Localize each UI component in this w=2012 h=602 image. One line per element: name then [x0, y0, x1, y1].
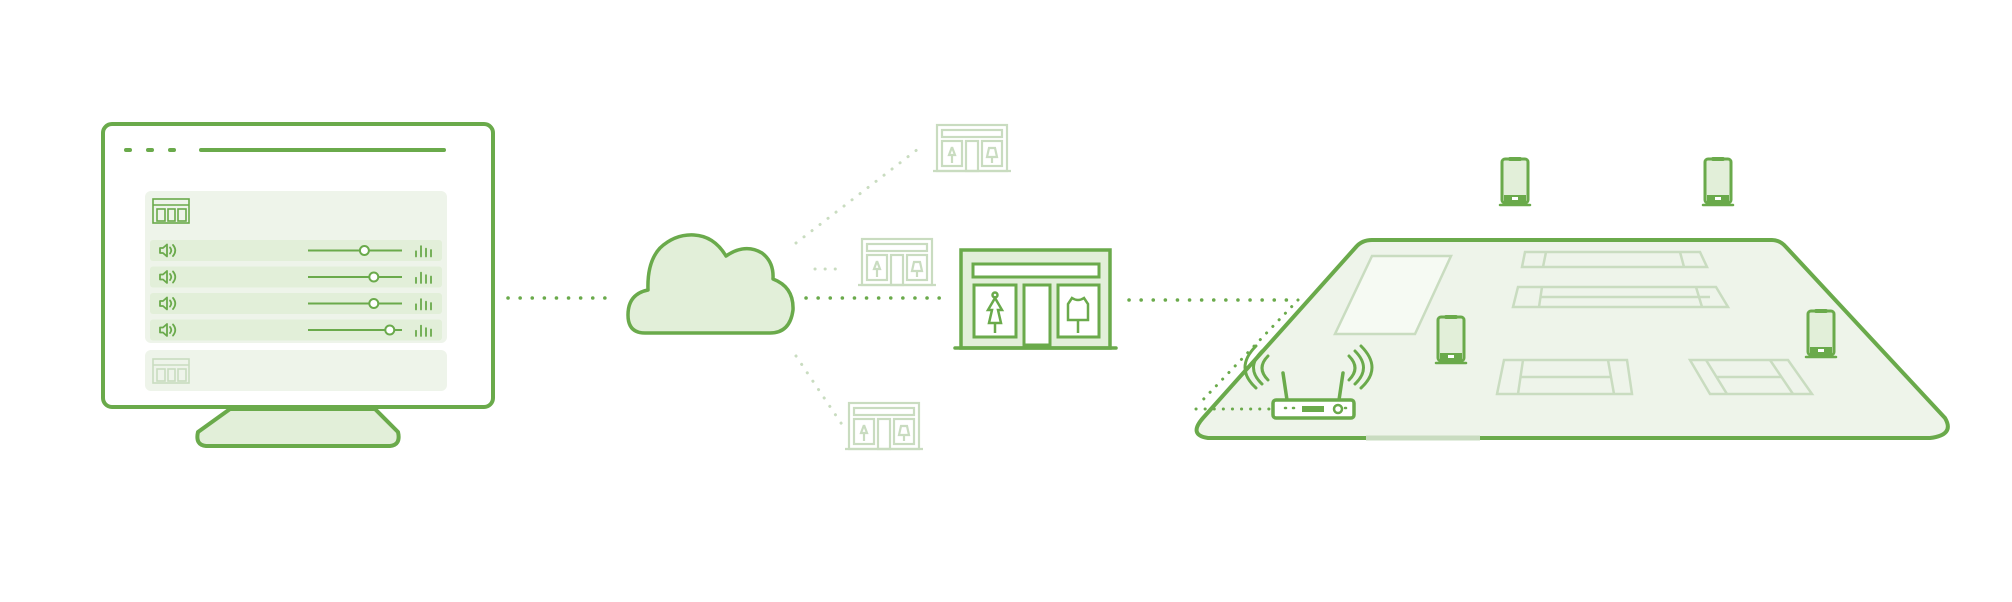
volume-slider-knob[interactable]: [368, 298, 380, 309]
speaker-group: [1434, 157, 1838, 365]
display-shelf: [1333, 254, 1453, 336]
display-shelf: [1511, 285, 1731, 309]
cloud-icon: [626, 233, 795, 335]
zone-panel: [145, 191, 447, 343]
level-meter-icon: [415, 271, 432, 284]
zone-store-icon: [152, 198, 190, 224]
zone-store-icon: [152, 358, 190, 384]
connection-lines: [506, 147, 1300, 428]
speaker-icon: [159, 323, 177, 337]
ceiling-speaker-icon: [1498, 157, 1532, 207]
volume-channel-row: [150, 240, 442, 261]
mannequin-icon: [985, 291, 1005, 333]
volume-channel-row: [150, 266, 442, 288]
remote-store-icon: [933, 123, 1011, 173]
clothing-icon: [1066, 296, 1090, 333]
display-shelf: [1495, 358, 1634, 396]
wifi-router-icon: [1243, 344, 1374, 420]
speaker-icon: [159, 270, 177, 284]
level-meter-icon: [415, 298, 432, 311]
volume-slider-knob[interactable]: [358, 245, 370, 256]
display-shelf: [1520, 250, 1709, 269]
remote-store-icon: [845, 401, 923, 451]
storefront-icon: [953, 248, 1118, 350]
monitor: [101, 122, 495, 448]
display-shelf: [1687, 358, 1815, 396]
ceiling-speaker-icon: [1701, 157, 1735, 207]
remote-stores: [845, 123, 1011, 451]
ceiling-speaker-icon: [1434, 315, 1468, 365]
router-link: [1196, 298, 1300, 407]
cloud-remote-link: [794, 354, 845, 428]
level-meter-icon: [415, 324, 432, 337]
speaker-icon: [159, 243, 177, 258]
cloud-remote-link: [794, 147, 920, 245]
monitor-stand: [195, 407, 401, 448]
volume-slider-knob[interactable]: [368, 271, 380, 283]
level-meter-icon: [415, 245, 432, 258]
store-door: [1022, 283, 1052, 347]
volume-channel-row: [150, 319, 442, 341]
volume-channel-list: [150, 240, 442, 341]
wifi-waves-left: [1243, 344, 1270, 390]
zone-panel: [145, 350, 447, 391]
ceiling-speaker-icon: [1804, 309, 1838, 359]
wifi-waves-right: [1347, 344, 1374, 390]
volume-channel-row: [150, 293, 442, 314]
volume-slider-knob[interactable]: [384, 324, 396, 336]
venue-floor: [1194, 238, 1950, 441]
remote-store-icon: [858, 237, 936, 287]
speaker-icon: [159, 296, 177, 311]
